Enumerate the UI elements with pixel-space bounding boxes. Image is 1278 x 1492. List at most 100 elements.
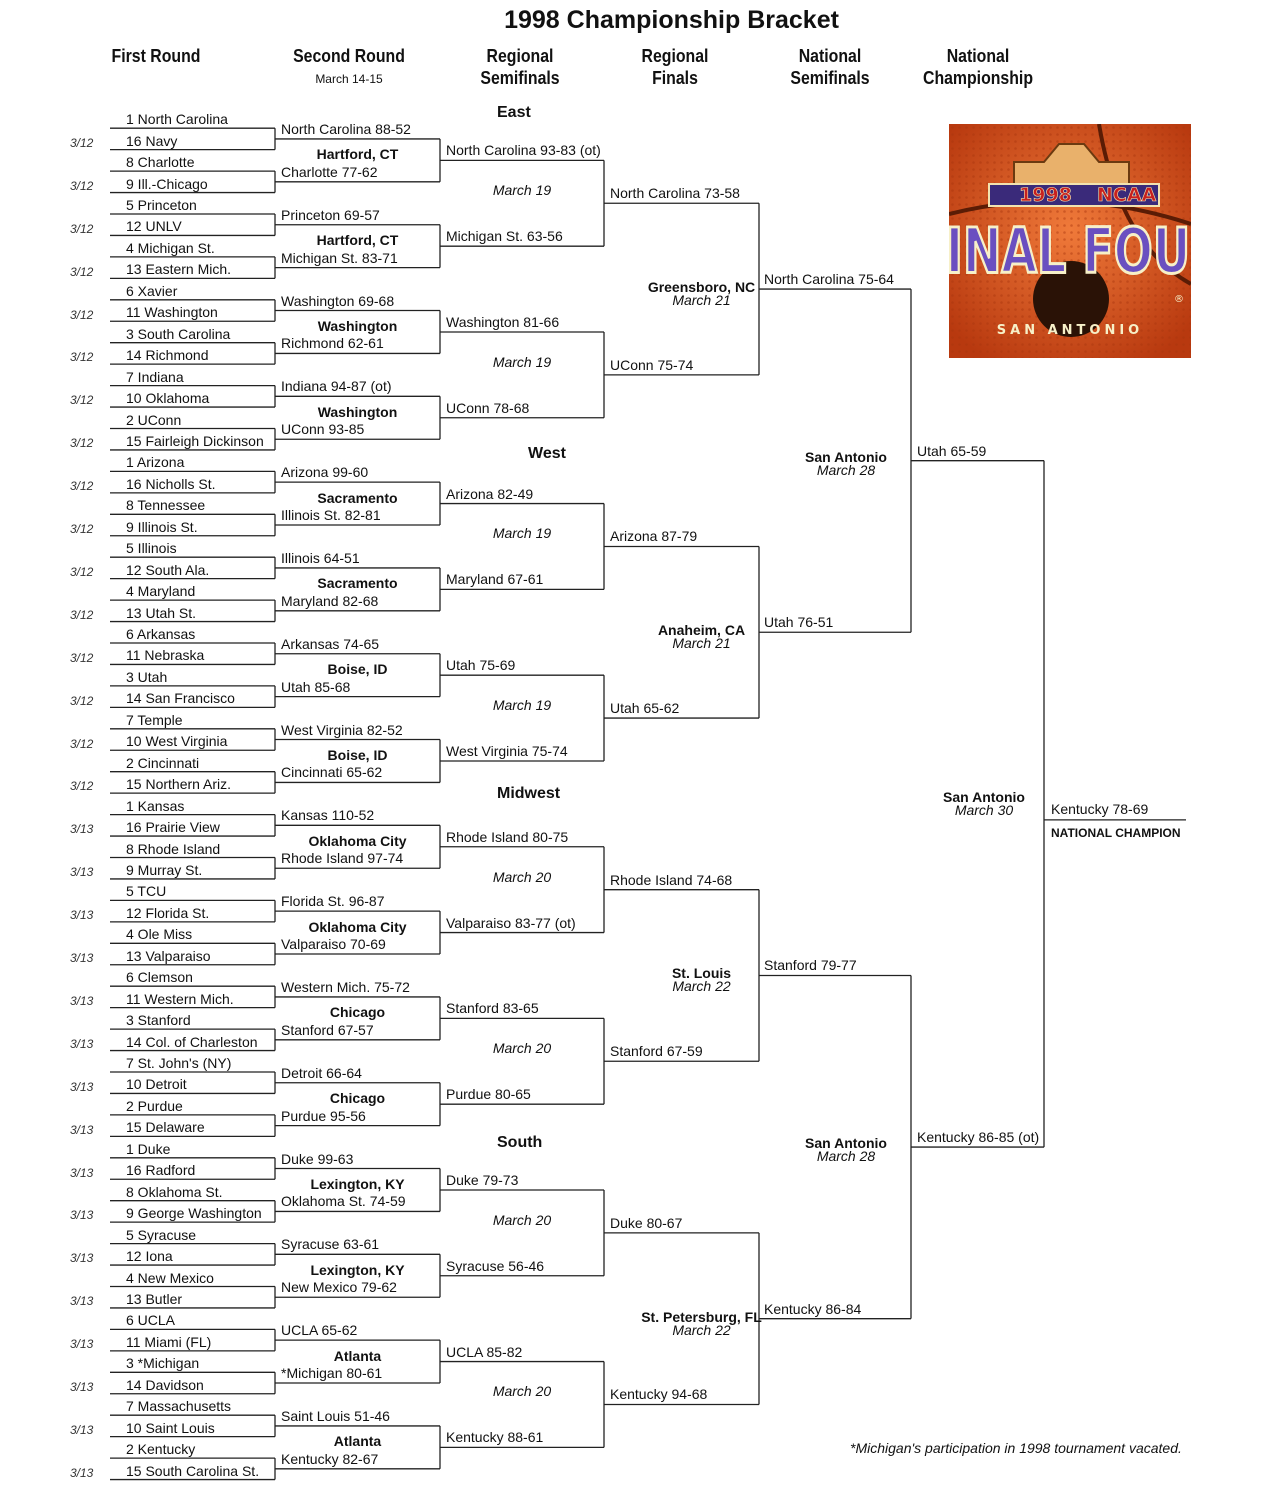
regional-semifinal-result: Valparaiso 83-77 (ot)	[446, 914, 576, 931]
second-round-result: Cincinnati 65-62	[281, 764, 383, 781]
second-round-result: UConn 93-85	[281, 421, 365, 438]
first-round-team: 16 Radford	[126, 1162, 196, 1179]
second-round-result: Saint Louis 51-46	[281, 1407, 390, 1424]
first-round-date: 3/13	[70, 1036, 94, 1051]
regional-final-result: Kentucky 94-68	[610, 1386, 708, 1403]
champion-label: NATIONAL CHAMPION	[1051, 825, 1181, 840]
second-round-venue: Washington	[317, 403, 398, 420]
second-round-result: Rhode Island 97-74	[281, 850, 404, 867]
regional-final-result: Rhode Island 74-68	[610, 871, 733, 888]
first-round-team: 2 Purdue	[126, 1097, 183, 1114]
regional-semifinal-result: North Carolina 93-83 (ot)	[446, 142, 601, 159]
page-title: 1998 Championship Bracket	[504, 6, 839, 34]
second-round-result: UCLA 65-62	[281, 1322, 358, 1339]
regional-semifinal-result: Arizona 82-49	[446, 485, 534, 502]
second-round-result: Oklahoma St. 74-59	[281, 1193, 406, 1210]
first-round-team: 1 Kansas	[126, 797, 185, 814]
second-round-result: North Carolina 88-52	[281, 120, 411, 137]
national-semifinal-site-date: March 28	[816, 461, 876, 478]
first-round-team: 3 *Michigan	[126, 1355, 200, 1372]
regional-site-date: March 22	[672, 1321, 731, 1338]
second-round-result: Kansas 110-52	[281, 807, 375, 824]
regional-semifinal-result: Rhode Island 80-75	[446, 828, 569, 845]
championship-finalist: Kentucky 86-85 (ot)	[917, 1129, 1040, 1146]
first-round-team: 4 Ole Miss	[126, 926, 193, 943]
second-round-venue: Atlanta	[333, 1347, 382, 1364]
first-round-team: 6 Xavier	[126, 282, 178, 299]
first-round-date: 3/12	[70, 564, 94, 579]
logo-registered-mark: ®	[1174, 294, 1184, 305]
footnote: *Michigan's participation in 1998 tourna…	[850, 1440, 1182, 1456]
national-semifinal-team: Stanford 79-77	[764, 957, 857, 974]
regional-final-result: Arizona 87-79	[610, 528, 698, 545]
first-round-team: 9 George Washington	[126, 1205, 262, 1222]
first-round-team: 15 Northern Ariz.	[126, 776, 232, 793]
first-round-team: 2 Cincinnati	[126, 754, 200, 771]
first-round-date: 3/12	[70, 307, 94, 322]
first-round-team: 8 Rhode Island	[126, 840, 221, 857]
first-round-date: 3/13	[70, 1465, 94, 1480]
champion-result: Kentucky 78-69	[1051, 800, 1149, 817]
regional-final-result: UConn 75-74	[610, 356, 694, 373]
first-round-team: 2 Kentucky	[126, 1441, 196, 1458]
championship-site-city: San Antonio	[943, 788, 1025, 805]
first-round-team: 11 Nebraska	[126, 647, 205, 664]
first-round-team: 11 Miami (FL)	[126, 1333, 212, 1350]
second-round-result: Purdue 95-56	[281, 1107, 366, 1124]
second-round-result: Princeton 69-57	[281, 206, 380, 223]
first-round-date: 3/12	[70, 436, 94, 451]
first-round-team: 10 West Virginia	[126, 733, 228, 750]
header-second-round-dates: March 14-15	[315, 72, 383, 86]
regional-site-city: Greensboro, NC	[647, 279, 756, 296]
first-round-team: 16 Prairie View	[126, 819, 220, 836]
first-round-team: 12 UNLV	[126, 218, 182, 235]
header-second-round: Second Round	[293, 46, 405, 66]
first-round-team: 15 South Carolina St.	[126, 1462, 260, 1479]
second-round-result: Florida St. 96-87	[281, 893, 385, 910]
logo-city: SAN ANTONIO	[997, 323, 1143, 338]
first-round-date: 3/12	[70, 693, 94, 708]
first-round-date: 3/13	[70, 1294, 94, 1309]
second-round-venue: Boise, ID	[327, 661, 388, 678]
championship-finalist: Utah 65-59	[917, 442, 987, 459]
first-round-team: 7 Temple	[126, 711, 183, 728]
second-round-result: Illinois St. 82-81	[281, 507, 381, 524]
first-round-team: 5 Syracuse	[126, 1226, 197, 1243]
first-round-team: 3 Utah	[126, 668, 168, 685]
first-round-team: 11 Washington	[126, 304, 218, 321]
second-round-result: Charlotte 77-62	[281, 163, 378, 180]
national-semifinal-site-city: San Antonio	[805, 448, 887, 465]
first-round-team: 12 Iona	[126, 1248, 173, 1265]
first-round-team: 11 Western Mich.	[126, 990, 234, 1007]
regional-semifinal-result: Stanford 83-65	[446, 1000, 539, 1017]
first-round-team: 14 Richmond	[126, 347, 209, 364]
region-label-west: West	[528, 445, 566, 462]
first-round-team: 10 Detroit	[126, 1076, 187, 1093]
regional-semifinal-result: Michigan St. 63-56	[446, 228, 563, 245]
first-round-date: 3/13	[70, 1079, 94, 1094]
second-round-result: Stanford 67-57	[281, 1021, 374, 1038]
first-round-date: 3/12	[70, 607, 94, 622]
second-round-result: Arizona 99-60	[281, 464, 369, 481]
first-round-date: 3/12	[70, 650, 94, 665]
first-round-date: 3/13	[70, 822, 94, 837]
first-round-team: 12 South Ala.	[126, 561, 210, 578]
second-round-result: *Michigan 80-61	[281, 1365, 383, 1382]
header-first-round: First Round	[111, 46, 201, 66]
second-round-venue: Atlanta	[333, 1433, 382, 1450]
first-round-date: 3/13	[70, 1380, 94, 1395]
second-round-result: Syracuse 63-61	[281, 1236, 380, 1253]
header-regional-finals: Regional Finals	[641, 46, 709, 88]
second-round-result: Kentucky 82-67	[281, 1450, 379, 1467]
regional-final-result: Utah 65-62	[610, 700, 680, 717]
logo-year: 1998	[1019, 184, 1072, 206]
first-round-team: 4 New Mexico	[126, 1269, 214, 1286]
national-semifinal-team: Kentucky 86-84	[764, 1300, 862, 1317]
second-round-venue: Chicago	[329, 1004, 386, 1021]
first-round-team: 3 Stanford	[126, 1012, 191, 1029]
first-round-team: 9 Illinois St.	[126, 518, 198, 535]
